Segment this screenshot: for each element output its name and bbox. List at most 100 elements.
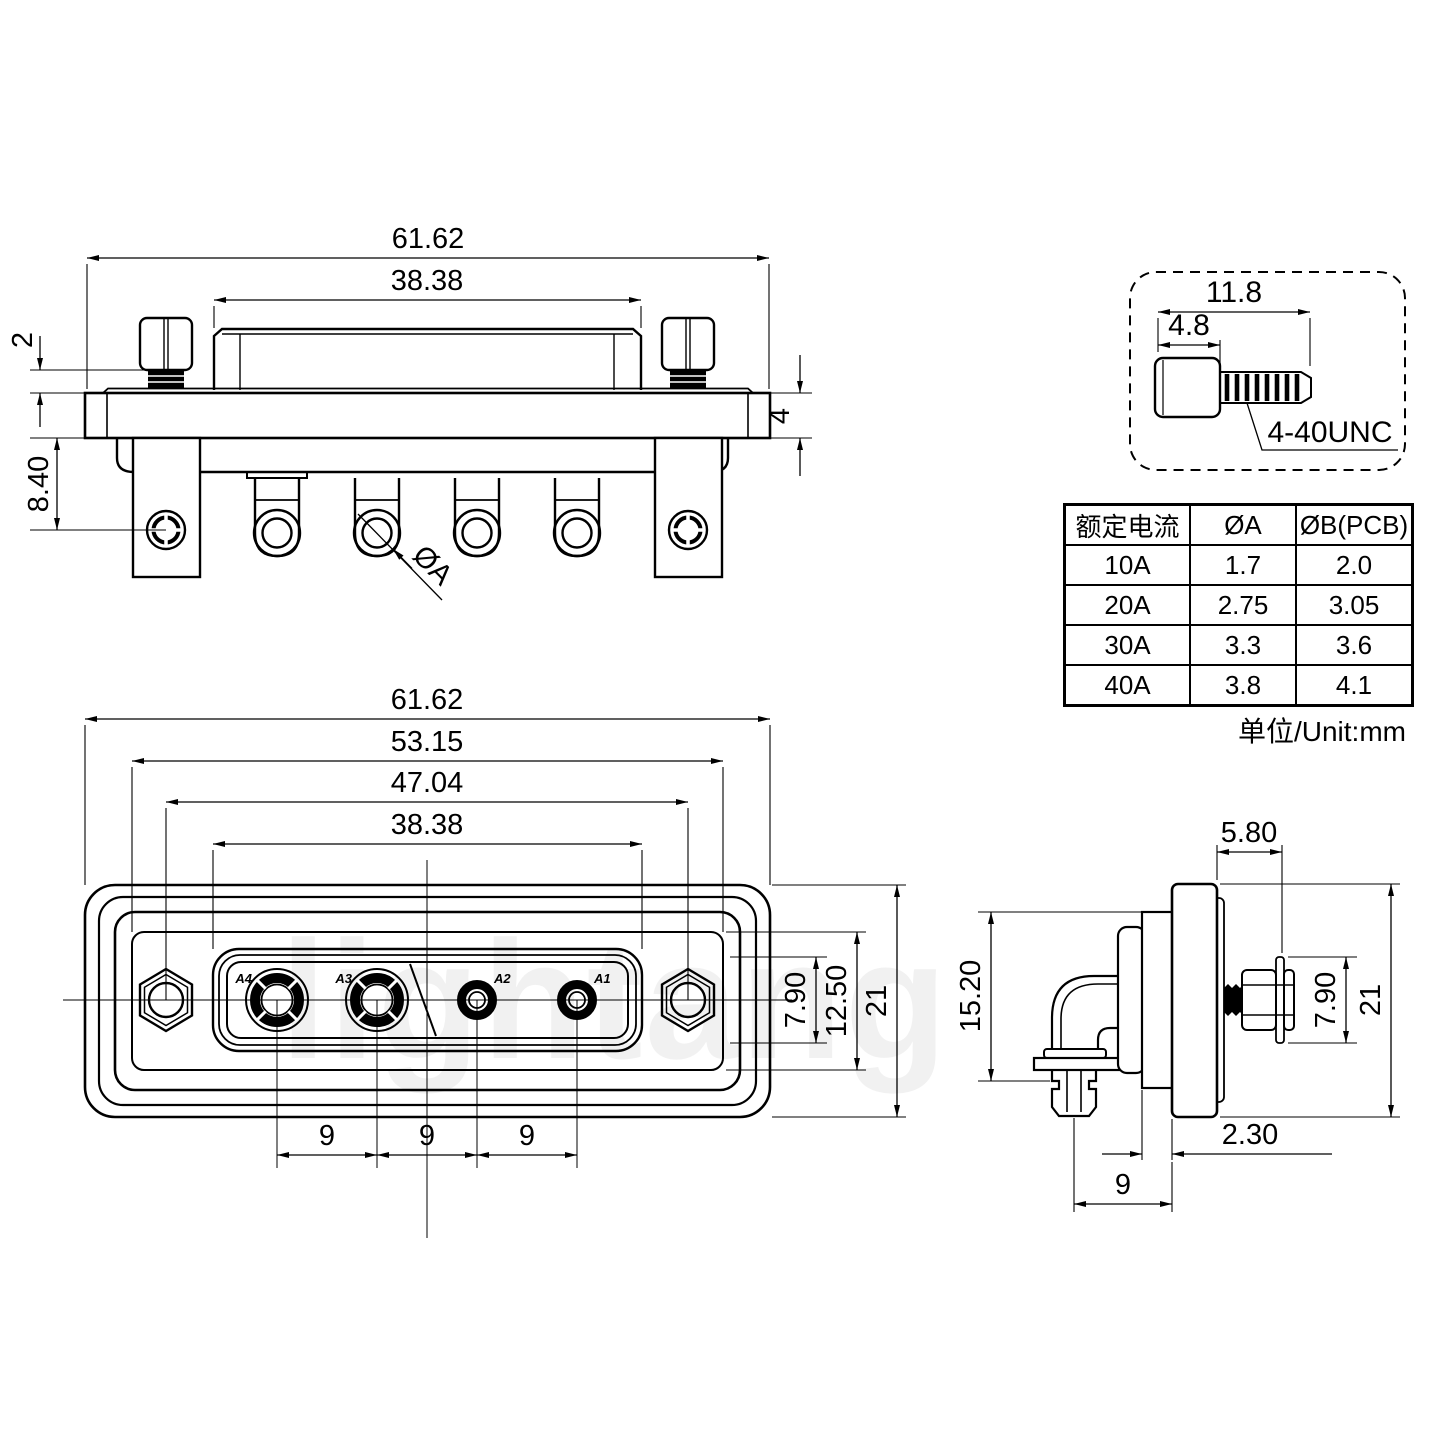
svg-text:21: 21 xyxy=(861,985,893,1017)
top-thumbscrew-right xyxy=(660,316,716,389)
svg-text:7.90: 7.90 xyxy=(1310,972,1342,1028)
side-view: 5.80 15.20 7.90 21 2.30 xyxy=(955,817,1400,1212)
top-thumbscrew-left xyxy=(138,316,194,389)
svg-text:7.90: 7.90 xyxy=(780,972,812,1028)
solder-cup-a3 xyxy=(352,478,402,558)
front-dim-body-width: 53.15 xyxy=(131,726,724,932)
spec-header-dia-b-pcb: ØB(PCB) xyxy=(1295,503,1414,546)
cell-dia-b-10a: 2.0 xyxy=(1295,544,1414,586)
svg-text:4: 4 xyxy=(764,408,796,424)
cell-dia-b-40a: 4.1 xyxy=(1295,664,1414,707)
side-body xyxy=(1140,910,1176,1090)
svg-text:21: 21 xyxy=(1355,984,1387,1016)
svg-text:ØA: ØA xyxy=(406,540,459,593)
svg-text:47.04: 47.04 xyxy=(391,767,464,799)
front-contact-a4 xyxy=(245,968,309,1032)
side-thumbscrew xyxy=(1224,956,1295,1044)
unit-note: 单位/Unit:mm xyxy=(1237,716,1406,747)
spec-table: 额定电流 ØA ØB(PCB) 10A 1.7 2.0 20A 2.75 3.0… xyxy=(1063,503,1414,707)
svg-text:2: 2 xyxy=(7,332,39,348)
screw-thread-label: 4-40UNC xyxy=(1246,402,1398,451)
front-contact-a2 xyxy=(457,980,497,1020)
svg-text:9: 9 xyxy=(419,1120,435,1152)
svg-text:9: 9 xyxy=(519,1120,535,1152)
cell-dia-b-30a: 3.6 xyxy=(1295,624,1414,666)
top-flange xyxy=(83,387,772,440)
screw-dim-head-length: 4.8 xyxy=(1158,309,1221,366)
spec-header-dia-a: ØA xyxy=(1189,503,1297,546)
front-dim-pin-pitch: 9 9 9 xyxy=(277,1120,577,1158)
svg-text:38.38: 38.38 xyxy=(391,265,464,297)
front-dim-mount-hole-span: 47.04 xyxy=(165,767,689,1000)
svg-text:12.50: 12.50 xyxy=(821,965,853,1038)
spec-header-rated-current: 额定电流 xyxy=(1063,503,1191,546)
side-dim-total-height: 21 xyxy=(1220,883,1400,1118)
top-body xyxy=(115,438,730,474)
cell-current-20a: 20A xyxy=(1063,584,1191,626)
side-dim-body-height: 15.20 xyxy=(955,911,1142,1082)
pin-label-a1: A1 xyxy=(593,971,611,986)
cell-dia-a-10a: 1.7 xyxy=(1189,544,1297,586)
front-dim-opening-height: 7.90 xyxy=(730,956,827,1044)
spec-row-30a: 30A 3.3 3.6 xyxy=(1063,624,1414,666)
front-pin-centerlines xyxy=(276,1000,578,1168)
side-dim-screw-standoff: 5.80 xyxy=(1216,817,1283,953)
top-dim-total-width: 61.62 xyxy=(86,223,770,389)
cell-dia-a-20a: 2.75 xyxy=(1189,584,1297,626)
pin-label-a3: A3 xyxy=(334,971,352,986)
spec-row-20a: 20A 2.75 3.05 xyxy=(1063,584,1414,626)
svg-text:5.80: 5.80 xyxy=(1221,817,1277,849)
front-dim-total-width: 61.62 xyxy=(84,684,771,885)
svg-text:61.62: 61.62 xyxy=(391,684,464,716)
top-mount-leg-left xyxy=(131,436,202,579)
side-elbow-contact xyxy=(1050,974,1145,1049)
svg-text:11.8: 11.8 xyxy=(1206,276,1262,309)
side-solder-cup xyxy=(1050,1070,1098,1118)
solder-cup-a4 xyxy=(252,478,302,558)
top-mount-leg-right xyxy=(653,436,724,579)
cell-current-30a: 30A xyxy=(1063,624,1191,666)
front-hex-nut-left xyxy=(138,967,194,1033)
spec-row-40a: 40A 3.8 4.1 xyxy=(1063,664,1414,707)
top-view: 61.62 38.38 xyxy=(7,223,812,601)
svg-text:61.62: 61.62 xyxy=(392,223,465,255)
side-flange xyxy=(1170,882,1219,1119)
pin-label-a4: A4 xyxy=(234,971,252,986)
screw-detail-border xyxy=(1129,271,1406,471)
cell-current-10a: 10A xyxy=(1063,544,1191,586)
side-dim-bracket-to-flange: 2.30 xyxy=(1102,1090,1332,1160)
side-contact-collar xyxy=(1043,1048,1107,1059)
front-housing xyxy=(83,883,772,1119)
side-dim-pin-to-flange: 9 xyxy=(1073,1118,1173,1212)
front-dim-panel-height: 12.50 xyxy=(726,931,866,1071)
solder-cup-a2 xyxy=(452,478,502,558)
svg-text:4-40UNC: 4-40UNC xyxy=(1267,416,1392,449)
cell-dia-a-30a: 3.3 xyxy=(1189,624,1297,666)
top-dim-flange-to-pin: 8.40 xyxy=(23,437,166,531)
front-hex-nut-right xyxy=(660,967,716,1033)
screw-dim-total-length: 11.8 xyxy=(1157,276,1311,366)
spec-table-header-row: 额定电流 ØA ØB(PCB) xyxy=(1063,503,1414,546)
svg-text:15.20: 15.20 xyxy=(955,960,987,1033)
screw-detail-screw xyxy=(1153,356,1312,419)
cell-dia-b-20a: 3.05 xyxy=(1295,584,1414,626)
screw-detail-view: 11.8 4.8 4-40UNC xyxy=(1129,271,1406,471)
top-insert-cap xyxy=(212,327,643,390)
svg-text:38.38: 38.38 xyxy=(391,809,464,841)
top-dim-screw-protrusion: 2 xyxy=(7,332,148,427)
cell-current-40a: 40A xyxy=(1063,664,1191,707)
front-contact-a3 xyxy=(345,968,409,1032)
svg-text:9: 9 xyxy=(319,1120,335,1152)
front-dim-total-height: 21 xyxy=(772,884,906,1118)
svg-text:4.8: 4.8 xyxy=(1168,309,1210,342)
spec-row-10a: 10A 1.7 2.0 xyxy=(1063,544,1414,586)
svg-text:9: 9 xyxy=(1115,1169,1131,1201)
svg-text:2.30: 2.30 xyxy=(1222,1119,1278,1151)
solder-cup-a1 xyxy=(552,478,602,558)
front-insert xyxy=(211,947,644,1053)
cell-dia-a-40a: 3.8 xyxy=(1189,664,1297,707)
top-dim-flange-thickness: 4 xyxy=(764,355,812,476)
svg-text:53.15: 53.15 xyxy=(391,726,464,758)
